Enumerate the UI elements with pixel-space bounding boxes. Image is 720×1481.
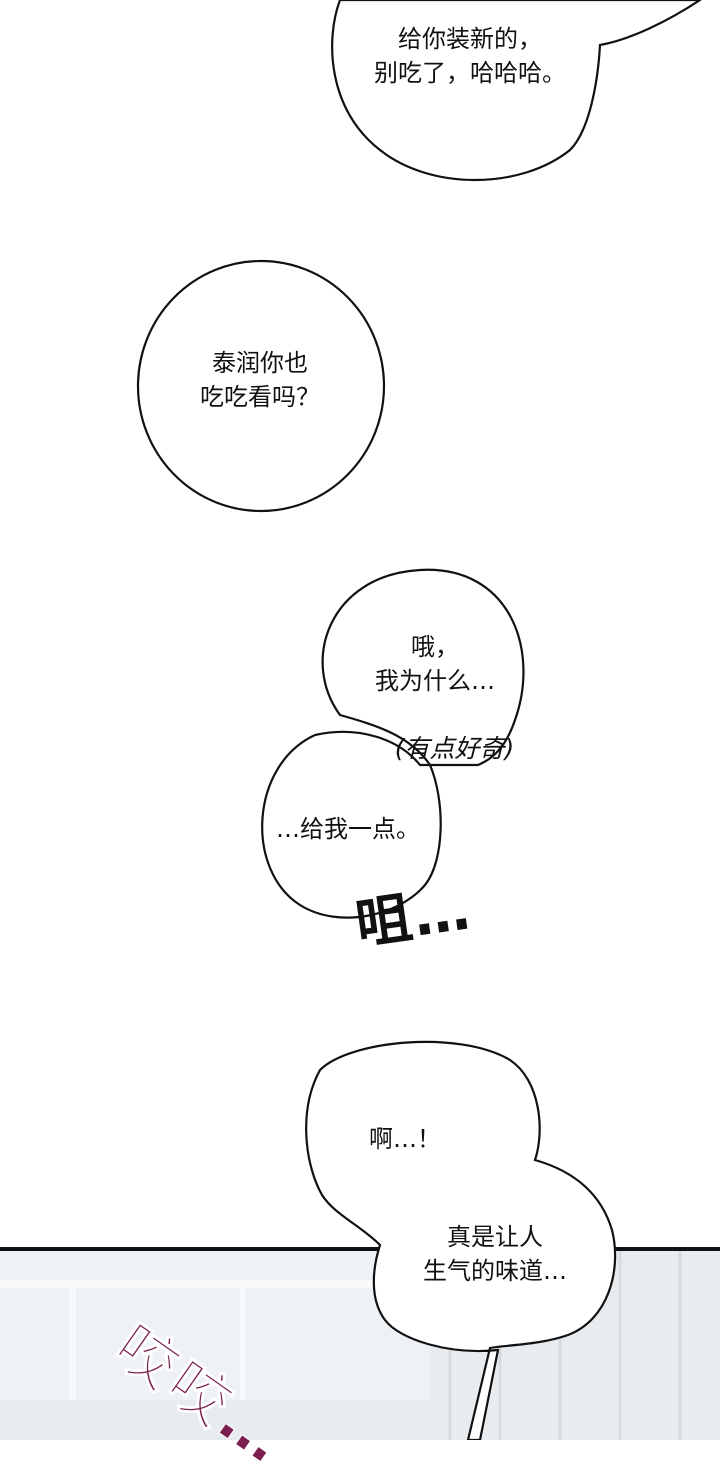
aside-text: (有点好奇) [394, 734, 515, 763]
bubble-6-text: 真是让人 生气的味道… [395, 1220, 595, 1288]
crunch-sfx: 咀… [351, 877, 476, 958]
bubble-1-line-1: 给你装新的， [398, 25, 542, 53]
panel-border-line [0, 1247, 720, 1251]
bubble-5-text: 啊…！ [350, 1122, 460, 1156]
bubble-3-line-1: 哦， [411, 633, 459, 661]
bubble-6-line-2: 生气的味道… [423, 1257, 567, 1285]
bubble-2-text: 泰润你也 吃吃看吗？ [160, 346, 360, 414]
bubble-2-line-2: 吃吃看吗？ [200, 383, 320, 411]
bubble-3-text: 哦， 我为什么… [345, 630, 525, 698]
bubble-4-text: …给我一点。 [258, 812, 438, 846]
bubble-1-text: 给你装新的， 别吃了，哈哈哈。 [345, 22, 595, 90]
bubble-4-line-1: …给我一点。 [276, 815, 420, 843]
bubble-6-line-1: 真是让人 [447, 1223, 543, 1251]
bubble-5-6-outline [305, 1040, 617, 1440]
bubble-3-4-outline [261, 568, 525, 919]
bubble-2-line-1: 泰润你也 [212, 349, 308, 377]
bubble-1-outline [331, 0, 702, 181]
bubble-1-line-2: 别吃了，哈哈哈。 [374, 59, 566, 87]
bubble-2-outline [136, 259, 386, 513]
bubble-3-line-2: 我为什么… [375, 667, 495, 695]
bubble-5-line-1: 啊…！ [369, 1125, 441, 1153]
speech-bubbles-layer [136, 0, 702, 1440]
